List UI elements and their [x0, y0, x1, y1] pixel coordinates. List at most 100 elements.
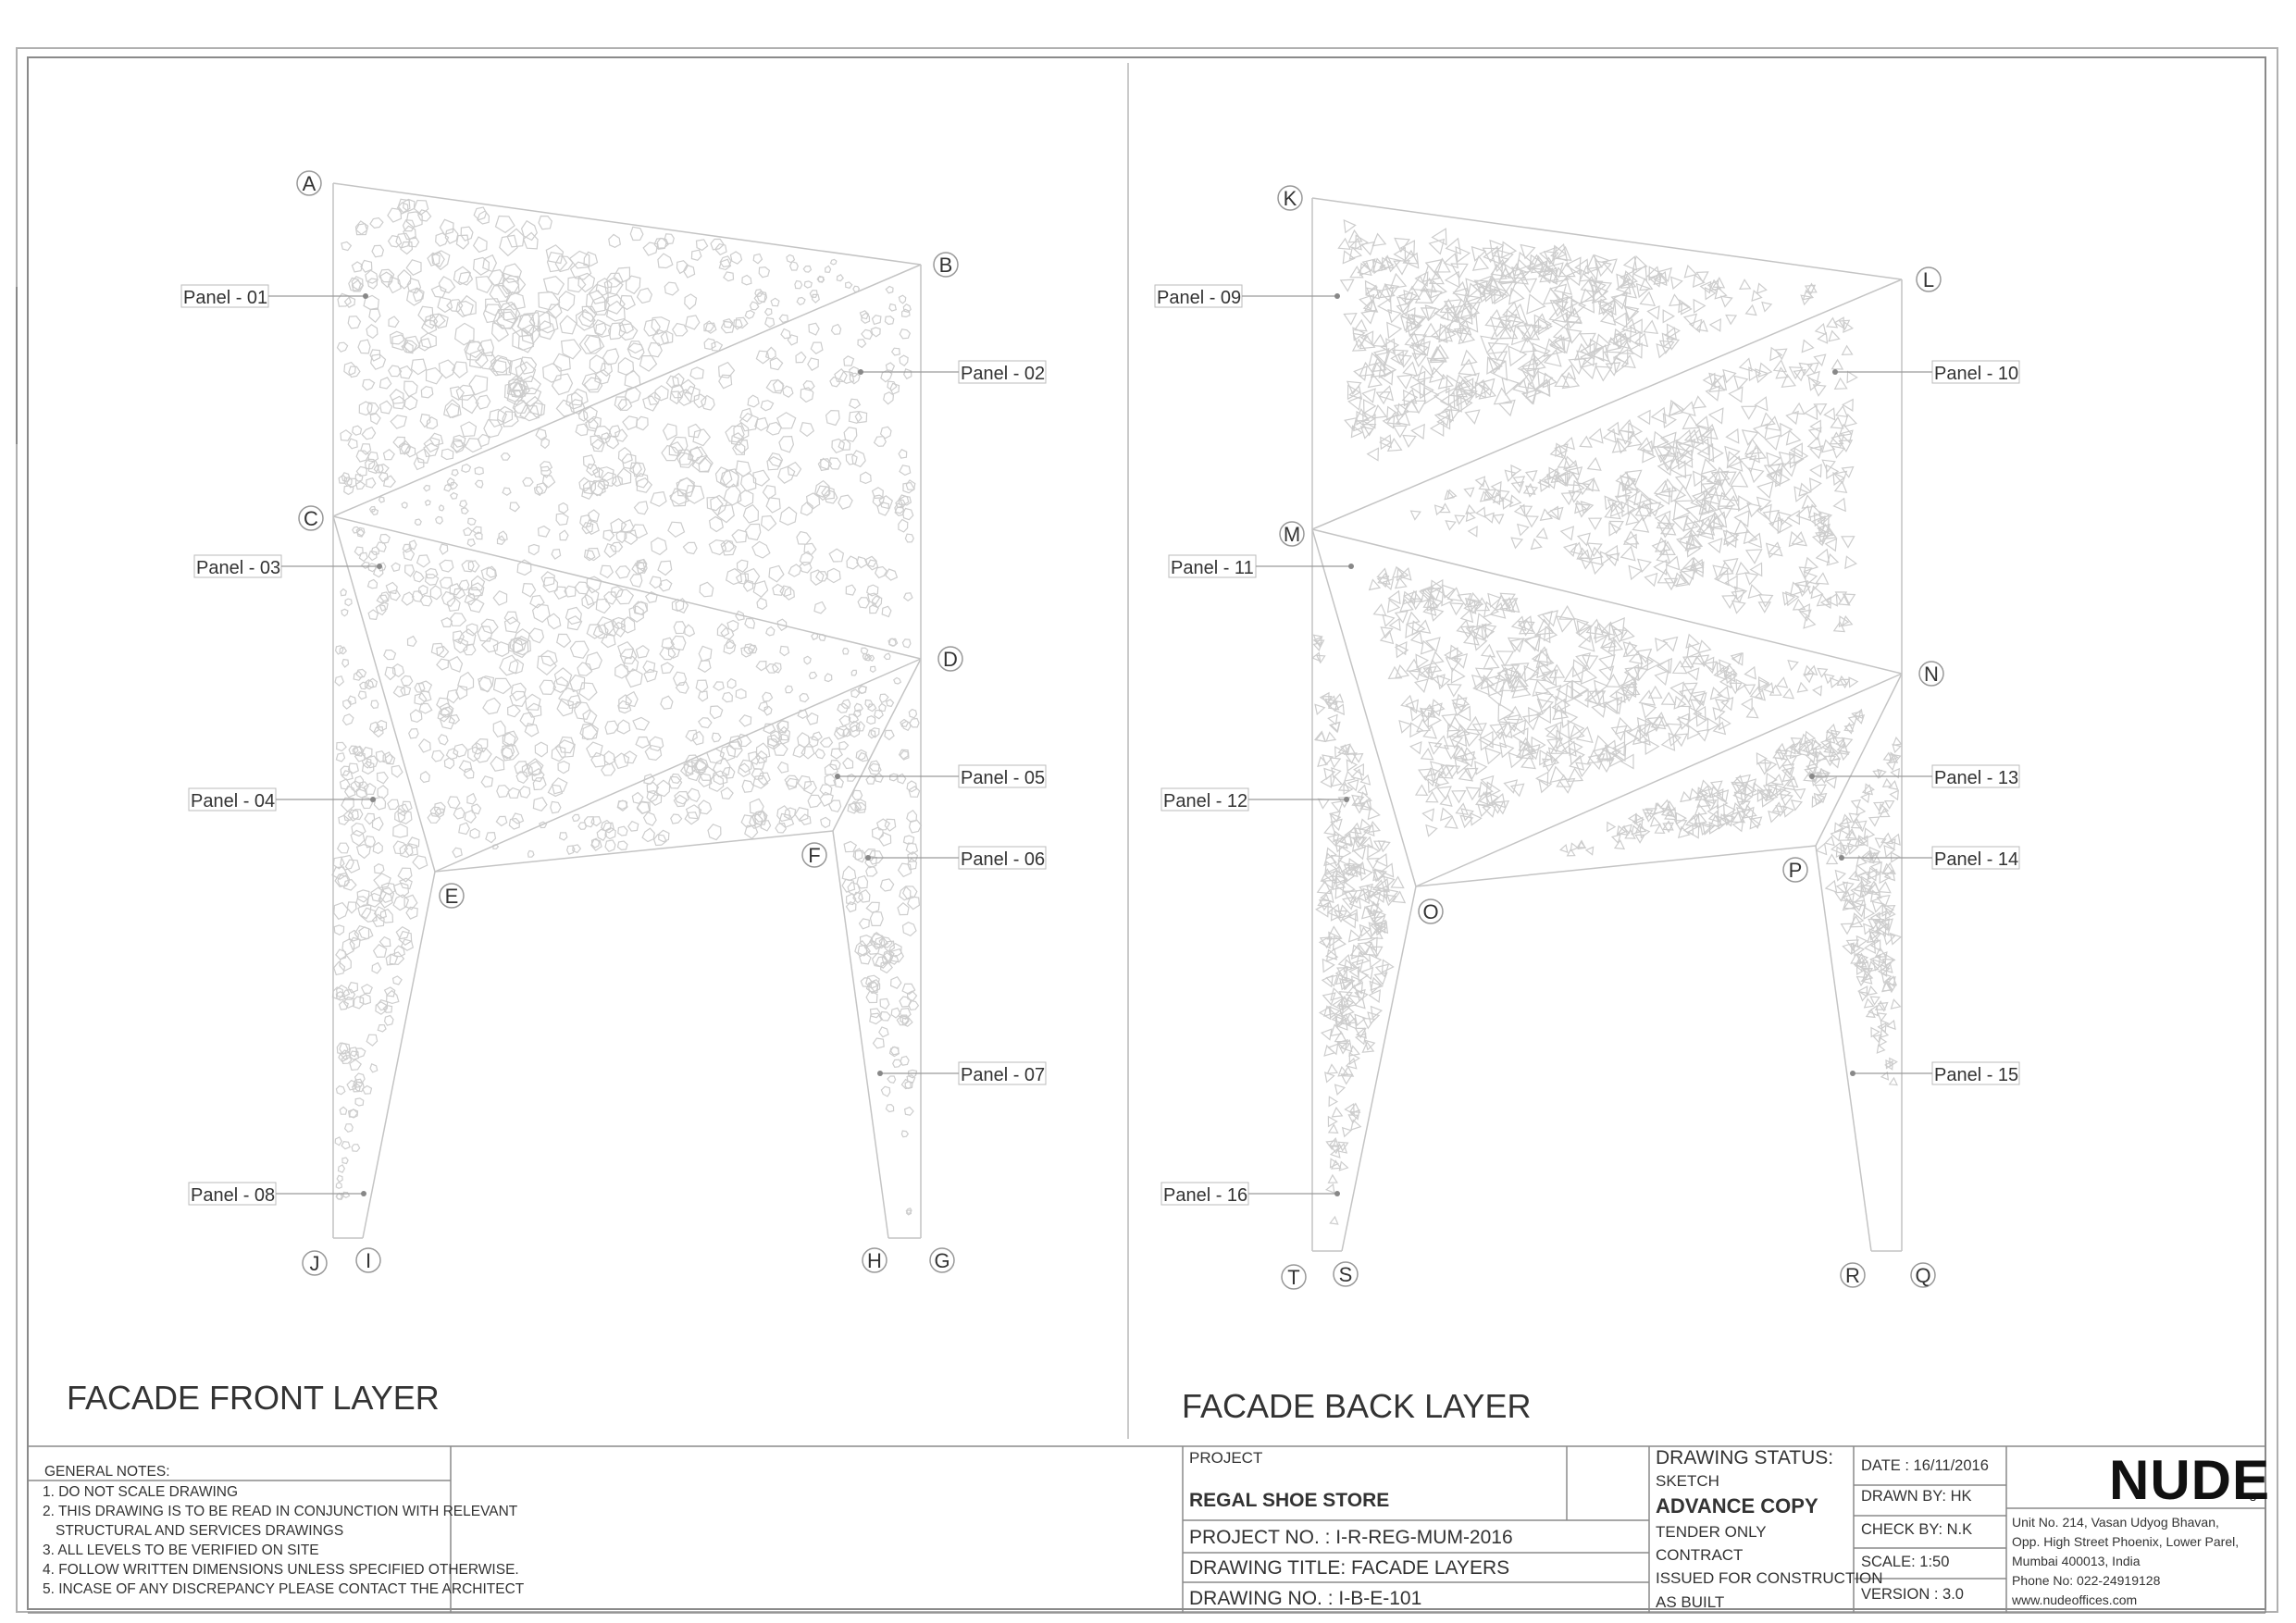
front-perforation [392, 840, 408, 855]
back-perforation [1490, 480, 1502, 494]
front-perforation [879, 997, 890, 1010]
front-perforation [471, 526, 482, 535]
back-perforation [1373, 972, 1388, 985]
back-perforation [1536, 661, 1553, 679]
back-perforation [1441, 713, 1458, 728]
back-perforation [1707, 537, 1723, 554]
front-perforation [556, 633, 572, 649]
front-perforation [899, 354, 909, 366]
front-perforation [652, 328, 669, 347]
back-perforation [1841, 813, 1853, 825]
back-perforation [1882, 905, 1896, 917]
back-perforation [1347, 384, 1361, 401]
front-perforation [339, 778, 351, 790]
front-perforation [689, 446, 708, 465]
panel-callout-09: Panel - 09 [1154, 284, 1340, 308]
back-perforation [1888, 1076, 1898, 1086]
front-perforation [682, 264, 696, 279]
front-perforation [388, 316, 400, 328]
panel-callout-14: Panel - 14 [1839, 846, 2020, 870]
back-perforation [1509, 783, 1525, 798]
back-perforation [1873, 801, 1885, 812]
front-perforation [892, 1059, 903, 1069]
back-perforation [1876, 894, 1891, 909]
front-perforation [700, 394, 715, 411]
front-perforation [742, 503, 760, 524]
back-perforation [1788, 366, 1804, 380]
back-perforation [1605, 696, 1623, 715]
back-perforation [1768, 810, 1781, 824]
front-perforation [413, 199, 429, 216]
back-perforation [1375, 921, 1389, 935]
back-perforation [1489, 730, 1508, 749]
back-perforation [1402, 434, 1417, 448]
front-perforation [516, 312, 541, 337]
back-perforation [1446, 374, 1463, 394]
front-perforation [800, 387, 814, 403]
back-perforation [1433, 257, 1451, 273]
back-perforation [1662, 309, 1675, 324]
back-perforation [1840, 923, 1854, 935]
front-perforation [373, 464, 384, 474]
back-perforation [1688, 318, 1703, 333]
front-perforation [567, 275, 587, 293]
front-perforation [858, 888, 871, 903]
front-perforation [535, 427, 547, 440]
back-perforation [1500, 664, 1520, 682]
front-perforation [723, 271, 735, 282]
front-perforation [806, 712, 819, 725]
back-perforation [1612, 312, 1628, 328]
back-perforation [1475, 613, 1493, 630]
back-perforation [1415, 341, 1431, 357]
back-perforation [1656, 658, 1669, 675]
back-perforation [1616, 273, 1632, 290]
front-perforation [367, 563, 377, 573]
front-perforation [368, 308, 381, 324]
front-perforation [796, 530, 812, 545]
front-perforation [392, 823, 408, 838]
back-perforation [1623, 533, 1637, 550]
back-perforation [1842, 881, 1855, 894]
version-field: VERSION : 3.0 [1861, 1586, 1964, 1603]
point-label: M [1284, 523, 1300, 546]
back-perforation [1847, 715, 1858, 725]
front-perforation [414, 692, 428, 706]
back-perforation [1476, 378, 1496, 397]
front-perforation [717, 361, 736, 378]
front-perforation [501, 263, 522, 283]
front-perforation [347, 695, 357, 706]
front-perforation [879, 960, 894, 974]
front-perforation [336, 741, 347, 752]
front-perforation [389, 330, 405, 345]
front-perforation [498, 530, 508, 541]
back-perforation [1815, 842, 1828, 856]
back-perforation [1580, 666, 1598, 686]
front-perforation [503, 611, 519, 626]
back-perforation [1666, 323, 1681, 340]
front-perforation [678, 452, 694, 468]
front-perforation [545, 244, 565, 265]
back-perforation [1601, 258, 1618, 275]
front-perforation [574, 701, 591, 721]
front-perforation [558, 502, 569, 514]
front-perforation [379, 400, 393, 415]
back-perforation [1879, 1028, 1890, 1039]
back-perforation [1640, 654, 1655, 670]
back-perforation [1660, 520, 1677, 536]
back-perforation [1456, 378, 1474, 397]
back-perforation [1330, 1144, 1341, 1155]
back-perforation [1508, 287, 1525, 305]
front-perforation [856, 874, 869, 889]
back-perforation [1535, 771, 1549, 787]
back-perforation [1687, 725, 1701, 740]
project-number: PROJECT NO. : I-R-REG-MUM-2016 [1189, 1527, 1513, 1548]
front-perforation [354, 775, 365, 788]
back-perforation [1508, 751, 1524, 769]
back-perforation [1468, 378, 1487, 399]
back-perforation [1865, 1008, 1876, 1019]
front-perforation [852, 848, 863, 861]
front-perforation [621, 616, 636, 634]
back-perforation [1842, 593, 1856, 606]
front-perforation [403, 547, 416, 562]
back-perforation [1878, 803, 1890, 815]
